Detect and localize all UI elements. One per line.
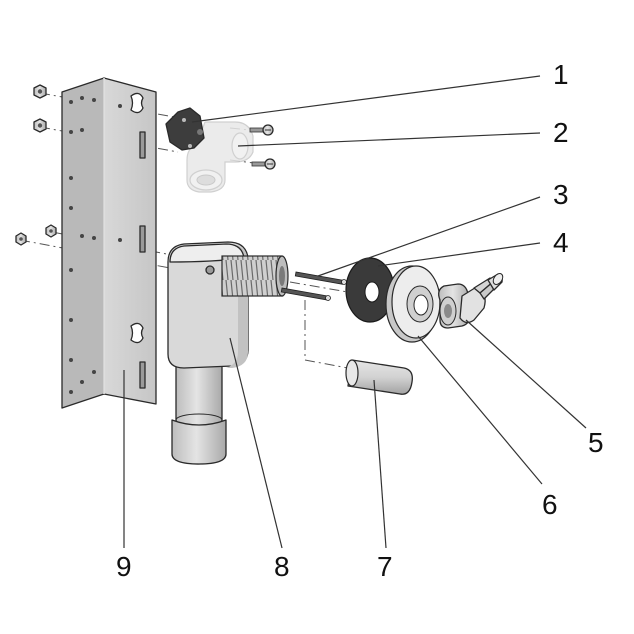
flange-gasket	[165, 107, 205, 151]
siphon-body	[167, 241, 289, 465]
hex-nut	[33, 84, 47, 99]
callout-number-2: 2	[553, 117, 569, 148]
callout-number-6: 6	[542, 489, 558, 520]
callout-number-1: 1	[553, 59, 569, 90]
bracket-keyhole-slot	[130, 92, 144, 344]
callout-number-9: 9	[116, 551, 132, 582]
hex-nut	[15, 232, 27, 246]
callout-leader-lines	[123, 75, 587, 549]
bracket-holes	[69, 96, 122, 394]
callout-number-8: 8	[274, 551, 290, 582]
screw	[249, 124, 274, 136]
mounting-bracket	[61, 77, 157, 409]
ghost-elbow-fitting	[186, 121, 254, 193]
sealing-washer	[345, 257, 395, 323]
extension-sleeve	[345, 359, 413, 395]
callout-number-4: 4	[553, 227, 569, 258]
hex-nut	[33, 118, 47, 133]
callout-number-7: 7	[377, 551, 393, 582]
threaded-rod	[280, 271, 347, 301]
callout-number-3: 3	[553, 179, 569, 210]
hose-nozzle-elbow	[438, 273, 504, 329]
callout-number-5: 5	[588, 427, 604, 458]
hex-nut	[45, 224, 57, 238]
bracket-slot	[139, 131, 146, 389]
screw	[251, 158, 276, 170]
cover-rosette	[385, 265, 441, 343]
